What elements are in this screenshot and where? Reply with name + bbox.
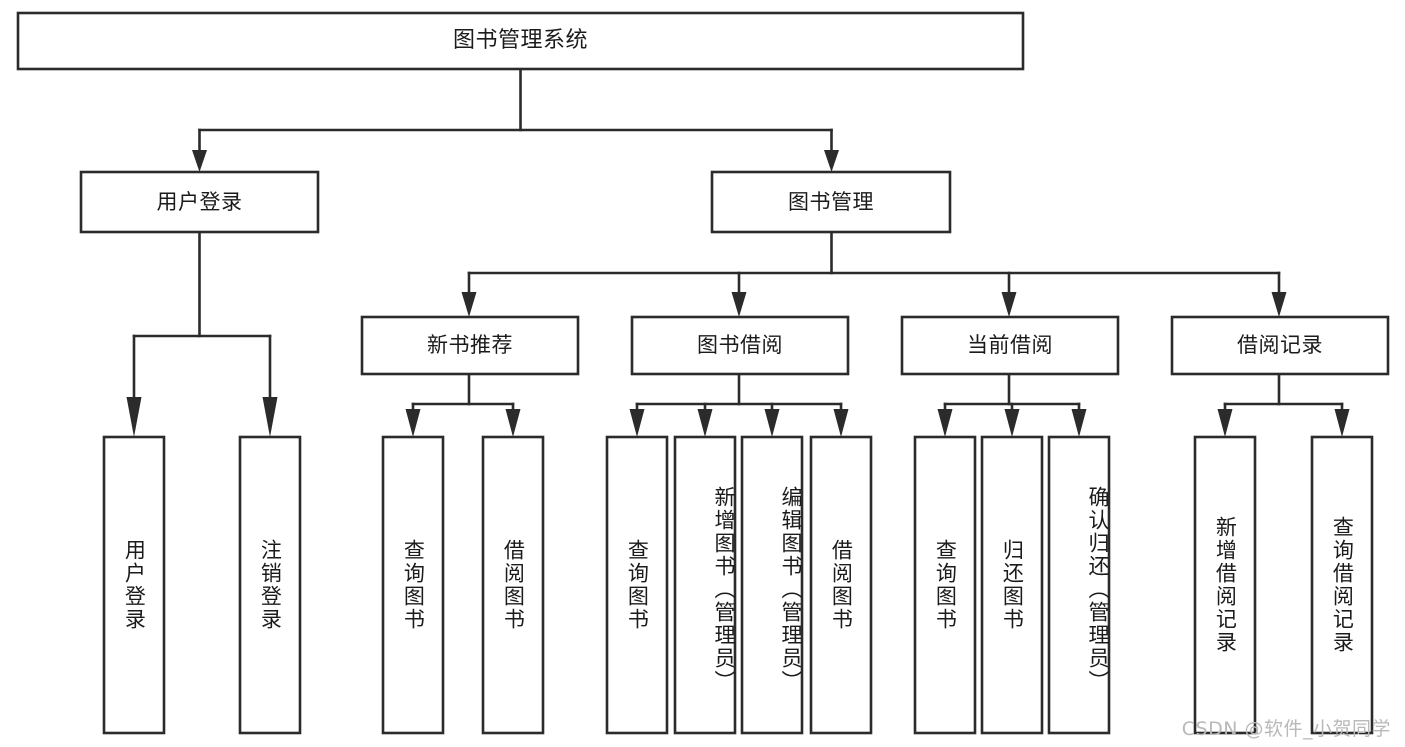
connector-group-root [192, 67, 839, 172]
connector-group-book-manage [461, 230, 1287, 317]
node-box-leaf-nbr-borrow-book[interactable] [481, 435, 545, 735]
connector-group-user-login [126, 230, 278, 437]
node-box-leaf-cb-return-book[interactable] [980, 435, 1044, 735]
node-box-leaf-br-add-record[interactable] [1193, 435, 1257, 735]
watermark-text: CSDN @软件_小贺同学 [1181, 718, 1391, 740]
arrow-head-br-query-record [1334, 409, 1350, 437]
arrow-head-cb-query-book [937, 409, 953, 437]
node-box-root[interactable] [16, 11, 1025, 71]
node-box-leaf-bb-query-book[interactable] [605, 435, 669, 735]
node-box-leaf-bb-add-book[interactable] [673, 435, 737, 735]
node-box-book-borrow[interactable] [630, 315, 850, 376]
arrow-head-bb-add-book [697, 409, 713, 437]
arrow-head-cb-return-book [1004, 409, 1020, 437]
arrow-head-leaf-user-login [126, 397, 142, 437]
connector-group-borrow-records [1217, 372, 1350, 437]
connector-group-book-borrow [629, 372, 849, 437]
node-box-leaf-bb-edit-book[interactable] [740, 435, 804, 735]
node-box-user-login[interactable] [79, 170, 320, 234]
node-box-new-book-recommend[interactable] [360, 315, 580, 376]
node-box-leaf-nbr-query-book[interactable] [381, 435, 445, 735]
arrow-head-book-manage [824, 150, 839, 172]
node-box-book-manage[interactable] [710, 170, 952, 234]
arrow-head-book-borrow [731, 292, 747, 317]
arrow-head-user-login [192, 150, 207, 172]
node-box-leaf-bb-borrow-book[interactable] [809, 435, 873, 735]
arrow-head-nbr-borrow-book [505, 409, 521, 437]
node-box-current-borrow[interactable] [900, 315, 1120, 376]
node-box-leaf-cb-query-book[interactable] [913, 435, 977, 735]
arrow-head-leaf-logout [262, 397, 278, 437]
node-box-leaf-cb-confirm-return[interactable] [1047, 435, 1111, 735]
arrow-head-br-add-record [1217, 409, 1233, 437]
node-box-borrow-records[interactable] [1170, 315, 1390, 376]
arrow-head-bb-query-book [629, 409, 645, 437]
arrow-head-cb-confirm-return [1071, 409, 1087, 437]
node-box-leaf-logout[interactable] [238, 435, 302, 735]
node-box-leaf-br-query-record[interactable] [1310, 435, 1374, 735]
arrow-head-current-borrow [1001, 292, 1017, 317]
arrow-head-new-book-recommend [461, 292, 477, 317]
connector-group-current-borrow [937, 372, 1087, 437]
arrow-head-bb-edit-book [764, 409, 780, 437]
arrow-head-nbr-query-book [405, 409, 421, 437]
node-box-leaf-user-login[interactable] [102, 435, 166, 735]
arrow-head-borrow-records [1271, 292, 1287, 317]
connector-group-new-book-recommend [405, 372, 521, 437]
arrow-head-bb-borrow-book [833, 409, 849, 437]
